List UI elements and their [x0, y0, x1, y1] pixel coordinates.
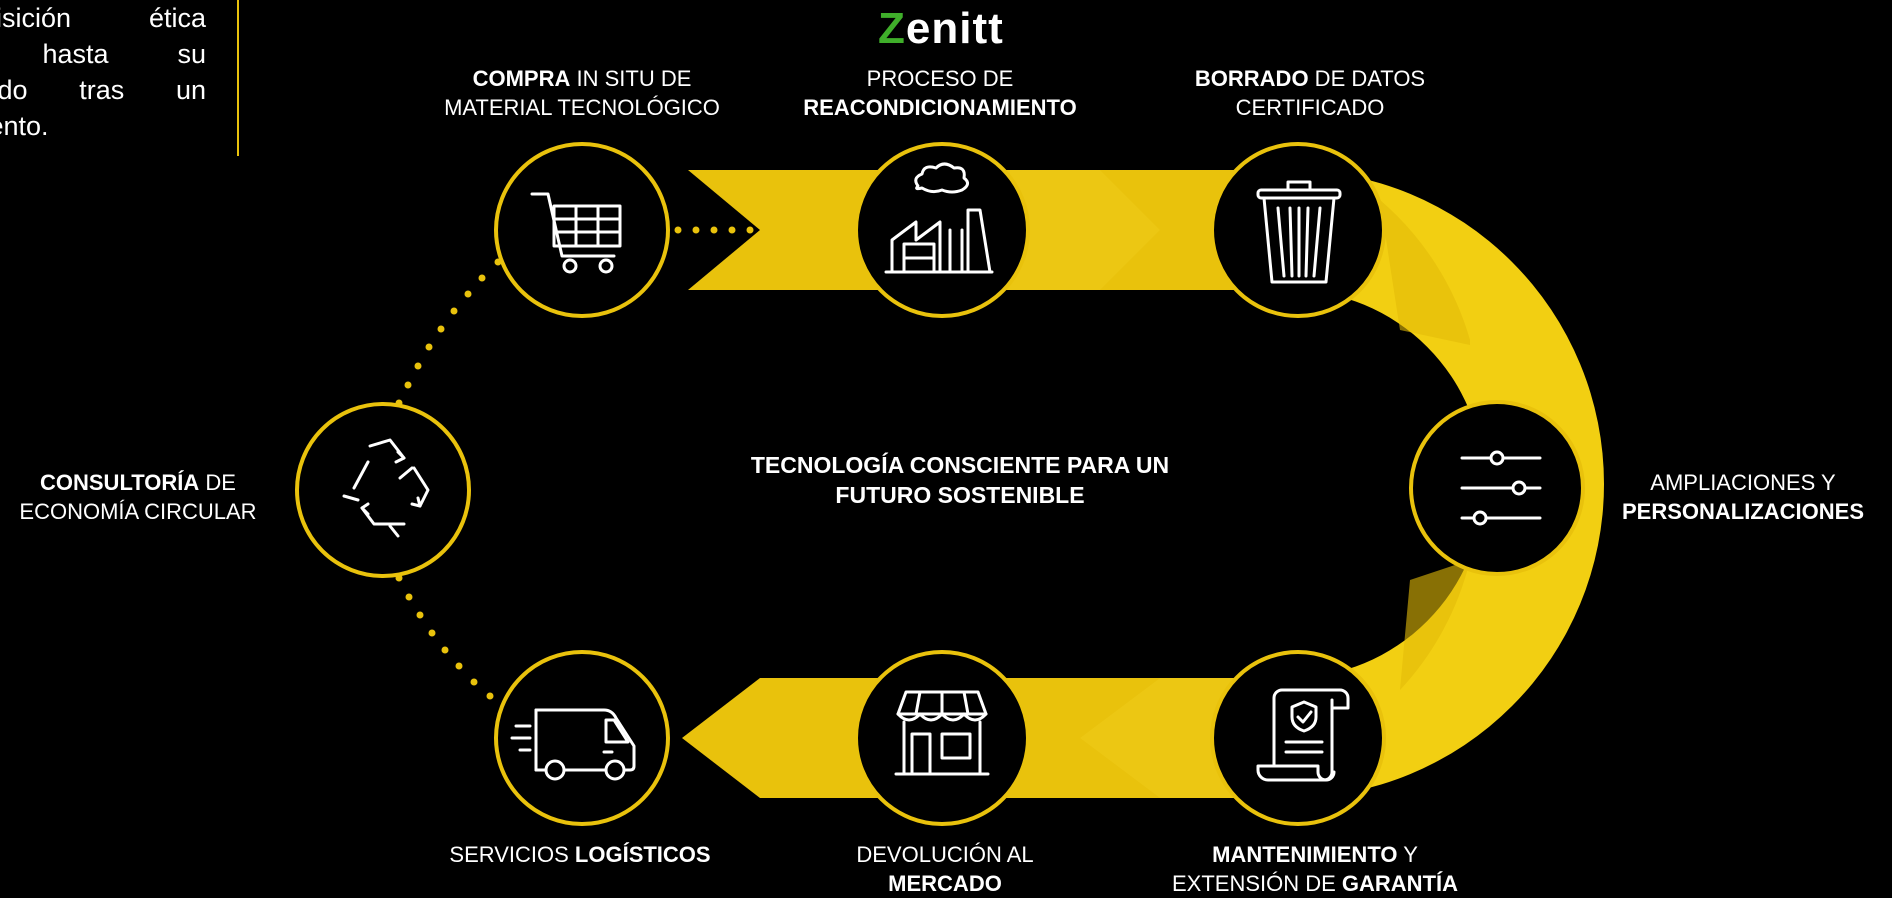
- step-label-line: MERCADO: [888, 871, 1002, 896]
- connector-dot: [710, 226, 718, 234]
- logo-wordmark: enitt: [905, 4, 1004, 53]
- logo-initial: Z: [878, 4, 906, 53]
- step-label-line: DEVOLUCIÓN AL: [856, 842, 1034, 867]
- connector-dot: [674, 226, 682, 234]
- node-circle-reacondicionamiento: [854, 142, 1030, 318]
- center-title: TECNOLOGÍA CONSCIENTE PARA UN FUTURO SOS…: [750, 452, 1170, 508]
- step-label-line: REACONDICIONAMIENTO: [803, 95, 1077, 120]
- node-circle-logistica: [494, 650, 670, 826]
- connector-dot: [414, 362, 422, 370]
- node-circle-compra: [494, 142, 670, 318]
- dotted-connectors: [386, 226, 754, 700]
- connector-dot: [455, 662, 463, 670]
- trash-can-icon: [1256, 180, 1342, 284]
- right-flow-arc: [1290, 170, 1604, 798]
- connector-dot: [450, 307, 458, 315]
- step-label-compra: COMPRA IN SITU DE MATERIAL TECNOLÓGICO: [422, 64, 742, 122]
- connector-dot: [404, 381, 412, 389]
- intro-line: s hasta su: [0, 39, 206, 69]
- intro-divider: [237, 0, 239, 156]
- step-label-line: PROCESO DE: [866, 66, 1014, 91]
- step-label-line: PERSONALIZACIONES: [1621, 499, 1865, 524]
- step-label-devolucion: DEVOLUCIÓN AL MERCADO: [800, 840, 1090, 898]
- bottom-band-highlight: [1080, 678, 1260, 798]
- node-circle-consultoria: [295, 402, 471, 578]
- connector-dot: [416, 611, 424, 619]
- storefront-icon: [894, 690, 990, 776]
- factory-icon: [884, 162, 994, 274]
- connector-dot: [425, 343, 433, 351]
- connector-dot: [428, 629, 436, 637]
- intro-line: rcado tras un: [0, 75, 206, 105]
- step-label-ampliaciones: AMPLIACIONES Y PERSONALIZACIONES: [1598, 468, 1888, 526]
- sliders-icon: [1460, 450, 1542, 526]
- certificate-scroll-icon: [1256, 688, 1350, 782]
- recycle-icon: [342, 438, 430, 538]
- shopping-cart-icon: [530, 192, 622, 274]
- connector-dot: [464, 290, 472, 298]
- node-circle-mantenimiento: [1210, 650, 1386, 826]
- step-label-mantenimiento: MANTENIMIENTO Y EXTENSIÓN DE GARANTÍA: [1150, 840, 1480, 898]
- brand-logo: Zenitt: [878, 4, 1004, 54]
- step-label-line: COMPRA IN SITU DE: [472, 66, 692, 91]
- connector-dot: [437, 325, 445, 333]
- connector-dot: [692, 226, 700, 234]
- intro-text: lquisición ética s hasta su rcado tras u…: [0, 0, 206, 144]
- step-label-line: ECONOMÍA CIRCULAR: [19, 499, 257, 524]
- step-label-line: BORRADO DE DATOS: [1194, 66, 1426, 91]
- step-label-consultoria: CONSULTORÍA DE ECONOMÍA CIRCULAR: [0, 468, 276, 526]
- connector-dot: [486, 692, 494, 700]
- intro-line: miento.: [0, 111, 49, 141]
- step-label-line: EXTENSIÓN DE GARANTÍA: [1171, 871, 1459, 896]
- right-arc-shade: [1400, 560, 1470, 690]
- step-label-line: AMPLIACIONES Y: [1650, 470, 1836, 495]
- step-label-logistica: SERVICIOS LOGÍSTICOS: [420, 840, 740, 869]
- step-label-line: MATERIAL TECNOLÓGICO: [444, 95, 720, 120]
- step-label-line: CONSULTORÍA DE: [40, 470, 236, 495]
- delivery-van-icon: [510, 708, 636, 781]
- step-label-line: MANTENIMIENTO Y: [1212, 842, 1418, 867]
- connector-dot: [405, 593, 413, 601]
- right-arc-shade: [1380, 200, 1470, 345]
- connector-dot: [746, 226, 754, 234]
- connector-dot: [478, 274, 486, 282]
- connector-dot: [728, 226, 736, 234]
- step-label-line: CERTIFICADO: [1235, 95, 1385, 120]
- connector-dot: [441, 646, 449, 654]
- intro-line: lquisición ética: [0, 3, 206, 33]
- step-label-borrado: BORRADO DE DATOS CERTIFICADO: [1160, 64, 1460, 122]
- step-label-line: SERVICIOS LOGÍSTICOS: [449, 842, 711, 867]
- connector-dot: [470, 678, 478, 686]
- step-label-reacondicionamiento: PROCESO DE REACONDICIONAMIENTO: [780, 64, 1100, 122]
